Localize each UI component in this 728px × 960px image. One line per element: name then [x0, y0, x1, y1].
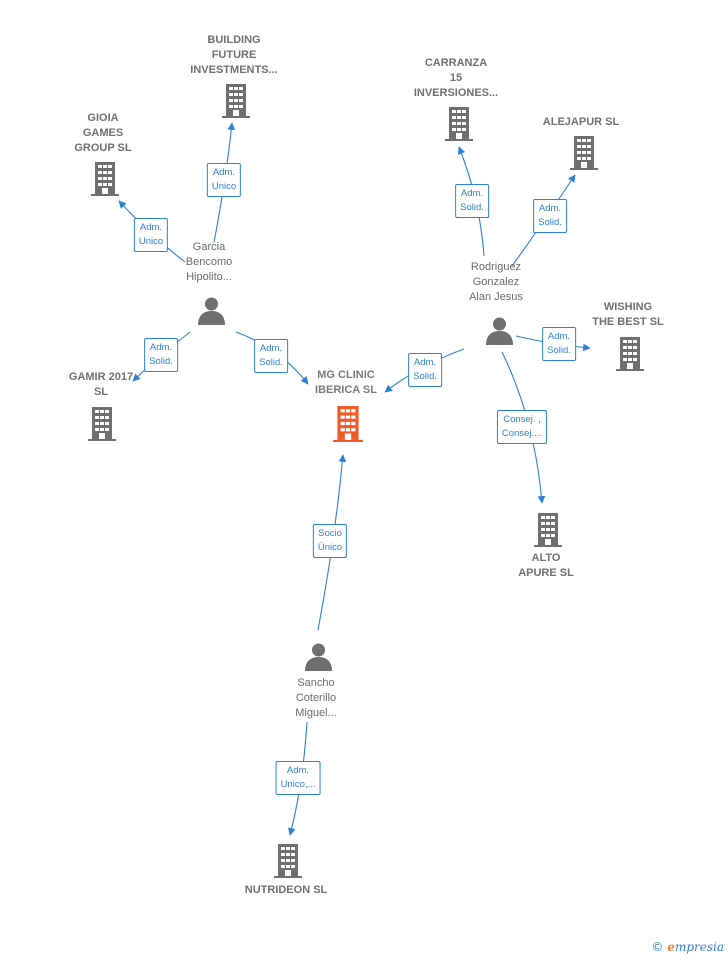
edge-label-sancho-mg: Socio Único — [312, 524, 348, 558]
building-icon — [274, 844, 302, 878]
building-icon — [616, 337, 644, 371]
node-nutrideon[interactable]: NUTRIDEON SL — [244, 884, 328, 896]
node-mg-clinic[interactable]: MG CLINIC IBERICA SL — [315, 369, 377, 396]
edge-label-rodriguez-carranza: Adm. Solid. — [455, 184, 489, 218]
building-icon — [91, 162, 119, 196]
building-icon — [445, 107, 473, 141]
person-icon — [197, 296, 226, 325]
copyright-icon: © — [651, 940, 664, 954]
edge-label-rodriguez-alejapur: Adm. Solid. — [533, 199, 567, 233]
building-icon — [222, 84, 250, 118]
edge-label-rodriguez-mg: Adm. Solid. — [408, 353, 442, 387]
node-sancho[interactable]: Sancho Coterillo Miguel... — [295, 677, 337, 719]
brand-name: mpresia — [674, 940, 724, 954]
node-garcia[interactable]: Garcia Bencomo Hipolito... — [185, 241, 233, 283]
node-rodriguez[interactable]: Rodriguez Gonzalez Alan Jesus — [469, 261, 523, 303]
node-carranza[interactable]: CARRANZA 15 INVERSIONES... — [413, 57, 499, 99]
edge-label-sancho-nutrideon: Adm. Unico,... — [275, 761, 321, 795]
empresia-logo[interactable]: ©empresia — [651, 940, 724, 954]
edge-label-rodriguez-alto: Consej. , Consej.... — [496, 410, 548, 444]
edge-label-garcia-building: Adm. Unico — [206, 163, 242, 197]
edge-label-garcia-gioia: Adm. Unico — [133, 218, 169, 252]
person-icon — [304, 642, 333, 671]
brand-initial: e — [667, 940, 675, 954]
edge-label-garcia-mg: Adm. Solid. — [254, 339, 288, 373]
edge-label-garcia-gamir: Adm. Solid. — [144, 338, 178, 372]
building-icon — [88, 407, 116, 441]
person-icon — [485, 316, 514, 345]
node-gioia[interactable]: GIOIA GAMES GROUP SL — [74, 112, 132, 154]
building-icon — [534, 513, 562, 547]
node-wishing[interactable]: WISHING THE BEST SL — [592, 301, 664, 328]
edge-label-rodriguez-wishing: Adm. Solid. — [542, 327, 576, 361]
node-alejapur[interactable]: ALEJAPUR SL — [542, 116, 620, 128]
node-alto-apure[interactable]: ALTO APURE SL — [518, 552, 574, 579]
node-building-future[interactable]: BUILDING FUTURE INVESTMENTS... — [190, 34, 278, 76]
focus-building-icon — [333, 406, 363, 442]
building-icon — [570, 136, 598, 170]
node-gamir[interactable]: GAMIR 2017 SL — [68, 371, 134, 398]
